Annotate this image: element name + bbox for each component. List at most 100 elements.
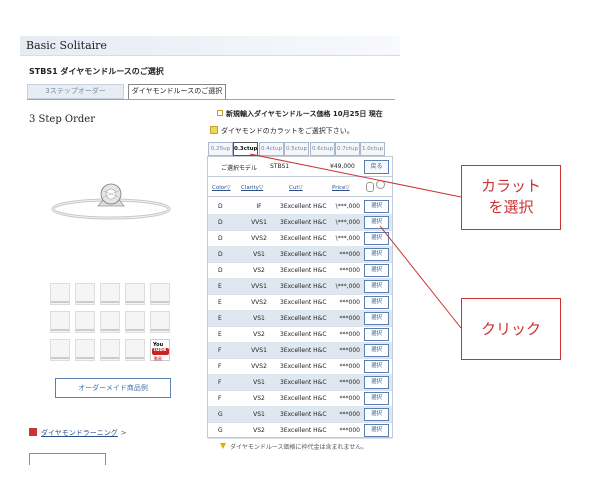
carat-tab-07[interactable]: 0.7ctup [335, 142, 360, 156]
youtube-video-label: 動画 [154, 356, 162, 361]
select-button[interactable]: 選択 [364, 312, 389, 325]
tab-3-step-order[interactable]: 3ステップオーダー [27, 84, 124, 99]
refresh-icon[interactable] [376, 180, 385, 189]
select-button[interactable]: 選択 [364, 264, 389, 277]
select-button[interactable]: 選択 [364, 392, 389, 405]
cell-cut: 3Excellent H&C [280, 219, 327, 226]
cell-color: D [218, 203, 223, 210]
cell-clarity: VS2 [253, 427, 265, 434]
carat-tab-10[interactable]: 1.0ctup [360, 142, 385, 156]
select-button[interactable]: 選択 [364, 232, 389, 245]
header-cut[interactable]: Cut▽ [289, 185, 303, 191]
select-button[interactable]: 選択 [364, 408, 389, 421]
annotation-select-text: を選択 [488, 198, 534, 216]
cell-color: E [218, 331, 222, 338]
price-note: ダイヤモンドルース価格に枠代金は含まれません。 [220, 442, 367, 451]
custom-order-examples-button[interactable]: オーダーメイド商品例 [55, 378, 171, 398]
header-color[interactable]: Color▽ [212, 185, 231, 191]
carat-tab-03[interactable]: 0.3ctup [233, 142, 258, 156]
cell-color: D [218, 267, 223, 274]
select-button[interactable]: 選択 [364, 248, 389, 261]
thumbnail-ring-3[interactable] [100, 283, 120, 305]
cell-cut: 3Excellent H&C [280, 395, 327, 402]
cell-price: ***000 [339, 347, 360, 354]
carat-tab-06[interactable]: 0.6ctup [310, 142, 335, 156]
back-button[interactable]: 戻る [364, 160, 389, 174]
cell-color: E [218, 299, 222, 306]
model-label: ご選択モデル [221, 165, 258, 172]
thumbnail-ring-5[interactable] [150, 283, 170, 305]
cell-clarity: VS2 [253, 395, 265, 402]
cell-cut: 3Excellent H&C [280, 347, 327, 354]
cell-cut: 3Excellent H&C [280, 299, 327, 306]
carat-tab-04[interactable]: 0.4ctup [259, 142, 284, 156]
thumbnail-ring-8[interactable] [50, 339, 70, 361]
thumbnail-ring-7[interactable] [150, 311, 170, 333]
mouse-icon [366, 182, 374, 192]
note-text: ダイヤモンドルース価格に枠代金は含まれません。 [230, 444, 368, 451]
cell-price: ***000 [339, 379, 360, 386]
select-button[interactable]: 選択 [364, 280, 389, 293]
cell-cut: 3Excellent H&C [280, 427, 327, 434]
carat-tab-025[interactable]: 0.25up [208, 142, 233, 156]
select-button[interactable]: 選択 [364, 328, 389, 341]
cell-price: ***000 [339, 299, 360, 306]
thumbnail-hand-2[interactable] [75, 311, 95, 333]
thumbnail-ring-4[interactable] [125, 283, 145, 305]
thumbnail-ring-11[interactable] [125, 339, 145, 361]
square-bullet-icon [29, 428, 37, 436]
cell-price: ***000 [339, 267, 360, 274]
thumbnail-ring-2[interactable] [75, 283, 95, 305]
thumbnail-ring-6[interactable] [125, 311, 145, 333]
pencil-icon [210, 126, 218, 134]
header-price[interactable]: Price▽ [332, 185, 350, 191]
select-button[interactable]: 選択 [364, 360, 389, 373]
select-button[interactable]: 選択 [364, 296, 389, 309]
cell-clarity: VS2 [253, 331, 265, 338]
carat-tab-05[interactable]: 0.5ctup [284, 142, 309, 156]
header-clarity[interactable]: Clarity▽ [241, 185, 264, 191]
thumbnail-hand-1[interactable] [50, 311, 70, 333]
select-button[interactable]: 選択 [364, 200, 389, 213]
annotation-click-text: クリック [480, 320, 541, 338]
cell-color: F [218, 395, 222, 402]
diamond-learning-link[interactable]: ダイヤモンドラーニング> [29, 428, 127, 438]
cell-clarity: VVS1 [251, 347, 267, 354]
page-title: Basic Solitaire [26, 39, 107, 52]
cell-color: F [218, 347, 222, 354]
table-header: Color▽ Clarity▽ Cut▽ Price▽ [208, 178, 392, 197]
thumbnail-grid: You Tube 動画 [50, 283, 172, 367]
tab-diamond-loose[interactable]: ダイヤモンドルースのご選択 [128, 84, 226, 100]
cell-cut: 3Excellent H&C [280, 283, 327, 290]
youtube-thumbnail[interactable]: You Tube 動画 [150, 339, 170, 361]
cell-color: G [218, 427, 223, 434]
cell-cut: 3Excellent H&C [280, 331, 327, 338]
cell-cut: 3Excellent H&C [280, 203, 327, 210]
cell-clarity: VS2 [253, 267, 265, 274]
select-button[interactable]: 選択 [364, 424, 389, 437]
annotation-select-carat: カラット を選択 [461, 165, 561, 230]
thumbnail-ring-1[interactable] [50, 283, 70, 305]
thumbnail-ring-10[interactable] [100, 339, 120, 361]
cell-price: ***000 [339, 395, 360, 402]
ring-image [51, 183, 171, 220]
cell-color: D [218, 251, 223, 258]
thumbnail-ring-9[interactable] [75, 339, 95, 361]
annotation-carat-text: カラット [480, 177, 541, 195]
select-button[interactable]: 選択 [364, 216, 389, 229]
select-button[interactable]: 選択 [364, 376, 389, 389]
select-button[interactable]: 選択 [364, 344, 389, 357]
step-order-heading: 3 Step Order [29, 114, 95, 125]
thumbnail-hand-3[interactable] [100, 311, 120, 333]
cell-cut: 3Excellent H&C [280, 267, 327, 274]
carat-instruction: ダイヤモンドのカラットをご選択下さい。 [210, 126, 354, 136]
cell-price: ***000 [339, 363, 360, 370]
warning-icon [220, 443, 226, 449]
